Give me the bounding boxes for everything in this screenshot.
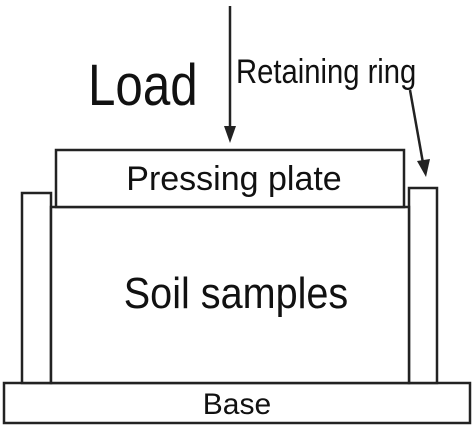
pressing-plate-label: Pressing plate: [126, 160, 341, 198]
retaining-ring-left-wall: [20, 191, 53, 385]
retaining-ring-right-wall: [407, 186, 439, 385]
retaining-ring-arrow-shaft: [408, 89, 425, 164]
retaining-ring-arrow-head: [417, 159, 430, 177]
load-label: Load: [88, 53, 198, 118]
pressing-plate: [54, 148, 406, 209]
load-arrow-head: [224, 126, 236, 143]
soil-samples-label: Soil samples: [124, 268, 348, 317]
retaining-ring-label: Retaining ring: [236, 52, 416, 91]
base-plate: [2, 381, 472, 425]
base-label: Base: [203, 388, 271, 421]
soil-sample-body: [49, 205, 411, 385]
